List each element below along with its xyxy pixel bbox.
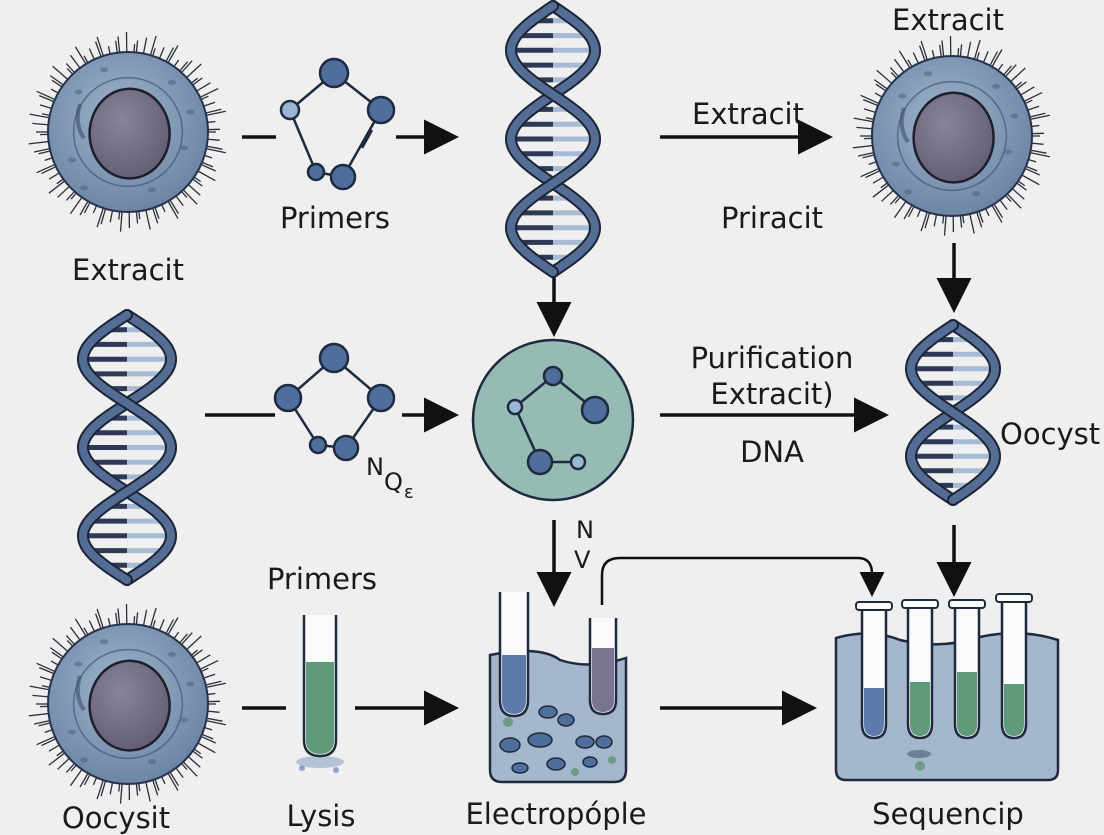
primer-molecule-icon — [281, 59, 394, 189]
label-oocysit: Oocysit — [62, 804, 170, 833]
label-nq-n: N — [366, 455, 384, 479]
label-extracit-arrow: Extracit — [692, 100, 804, 129]
lysis-tube-icon — [296, 615, 344, 773]
arrow-loop — [602, 558, 872, 605]
label-nv-v: V — [574, 548, 590, 572]
cell-icon — [29, 32, 226, 232]
label-primers-top: Primers — [280, 204, 390, 233]
label-extracit-left: Extracit — [72, 256, 184, 285]
sample-circle-icon — [473, 340, 633, 500]
dna-rungs — [87, 330, 167, 566]
electrophoresis-beaker-icon — [490, 592, 626, 782]
dna-helix-icon — [83, 315, 171, 580]
label-purification: Purification — [691, 344, 854, 373]
label-sequencip: Sequencip — [872, 800, 1024, 829]
label-dna: DNA — [740, 438, 804, 467]
label-nq-sub: ε — [404, 484, 414, 502]
dna-rungs — [515, 21, 591, 257]
label-nv-n: N — [576, 518, 594, 542]
dna-helix-icon — [511, 6, 595, 272]
label-priracit: Priracit — [721, 204, 823, 233]
label-lysis: Lysis — [287, 802, 356, 831]
cell-icon — [29, 604, 226, 804]
dna-helix-icon — [911, 325, 995, 500]
label-nq-q: Q — [384, 470, 403, 494]
cell-icon — [853, 36, 1050, 236]
primer-molecule-icon — [275, 344, 394, 460]
label-electrophople: Electropóple — [465, 800, 646, 829]
label-oocyst: Oocyst — [1000, 420, 1100, 449]
sequencing-tray-icon — [836, 594, 1058, 780]
label-purification-extracit: Extracit) — [710, 380, 833, 409]
label-extracit-top-right: Extracit — [892, 6, 1004, 35]
label-primers-bottom: Primers — [267, 565, 377, 594]
